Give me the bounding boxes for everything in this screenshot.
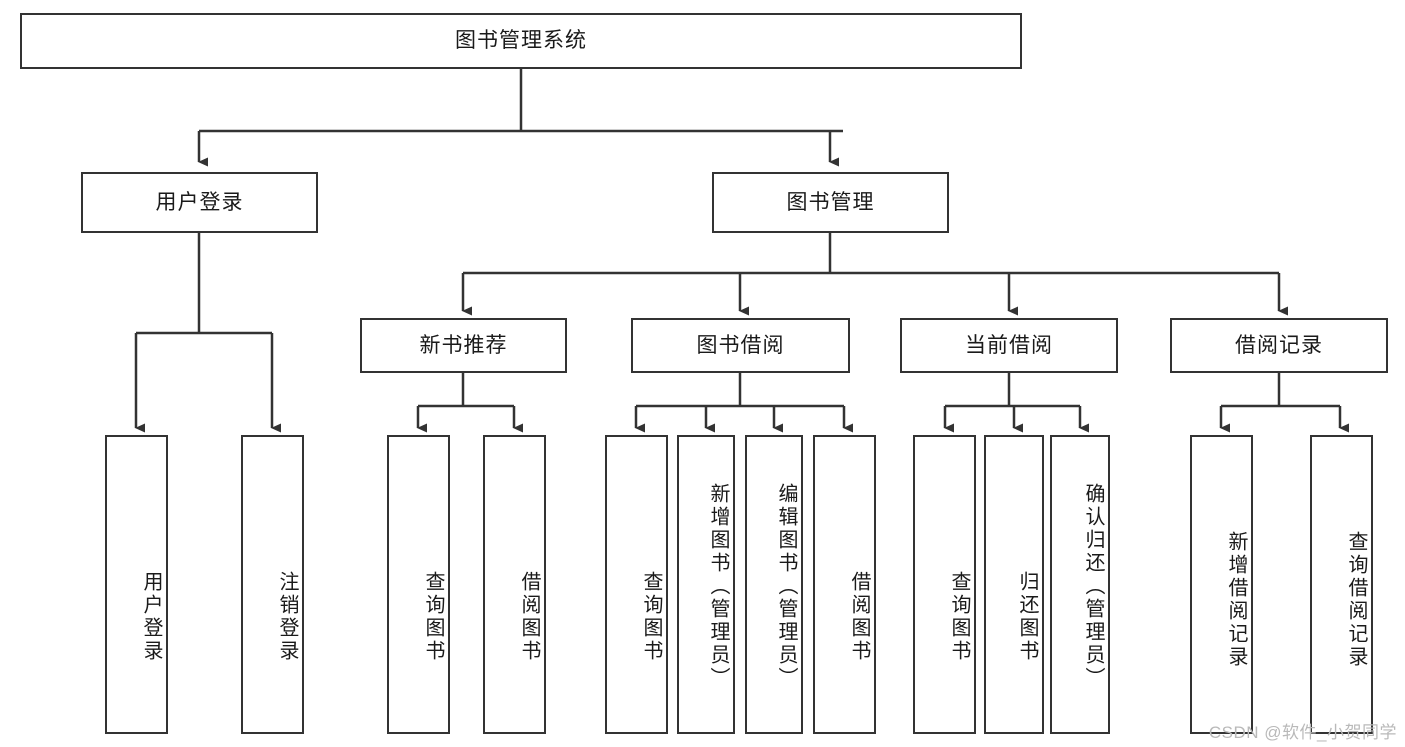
- leaf-borrow-book-1-label: 借阅图书: [518, 571, 540, 663]
- leaf-query-record[interactable]: 查询借阅记录: [1310, 435, 1373, 734]
- leaf-query-book-1[interactable]: 查询图书: [387, 435, 450, 734]
- leaf-return-book-label: 归还图书: [1016, 571, 1038, 663]
- node-book-management[interactable]: 图书管理: [712, 172, 949, 233]
- leaf-add-record[interactable]: 新增借阅记录: [1190, 435, 1253, 734]
- leaf-user-login[interactable]: 用户登录: [105, 435, 168, 734]
- leaf-edit-book[interactable]: 编辑图书（管理员）: [745, 435, 803, 734]
- leaf-query-book-2-label: 查询图书: [640, 571, 662, 663]
- leaf-add-book-label: 新增图书（管理员）: [707, 483, 729, 690]
- leaf-edit-book-label: 编辑图书（管理员）: [775, 483, 797, 690]
- leaf-confirm-return[interactable]: 确认归还（管理员）: [1050, 435, 1110, 734]
- leaf-query-record-label: 查询借阅记录: [1345, 530, 1367, 669]
- node-book-management-label: 图书管理: [786, 190, 875, 214]
- node-borrow-record-label: 借阅记录: [1235, 333, 1323, 357]
- watermark: CSDN @软件_小贺同学: [1208, 723, 1397, 742]
- leaf-user-logout[interactable]: 注销登录: [241, 435, 304, 734]
- node-new-book-recommend-label: 新书推荐: [419, 333, 508, 357]
- leaf-return-book[interactable]: 归还图书: [984, 435, 1044, 734]
- node-current-borrow[interactable]: 当前借阅: [900, 318, 1118, 373]
- leaf-borrow-book-2-label: 借阅图书: [848, 571, 870, 663]
- node-book-borrow[interactable]: 图书借阅: [631, 318, 850, 373]
- leaf-borrow-book-2[interactable]: 借阅图书: [813, 435, 876, 734]
- leaf-user-logout-label: 注销登录: [276, 571, 298, 663]
- leaf-query-book-3[interactable]: 查询图书: [913, 435, 976, 734]
- leaf-confirm-return-label: 确认归还（管理员）: [1082, 483, 1104, 690]
- node-root-label: 图书管理系统: [455, 29, 587, 53]
- leaf-query-book-3-label: 查询图书: [948, 571, 970, 663]
- leaf-borrow-book-1[interactable]: 借阅图书: [483, 435, 546, 734]
- leaf-query-book-1-label: 查询图书: [422, 571, 444, 663]
- node-user-login-label: 用户登录: [155, 190, 244, 214]
- leaf-add-book[interactable]: 新增图书（管理员）: [677, 435, 735, 734]
- node-user-login[interactable]: 用户登录: [81, 172, 318, 233]
- leaf-user-login-label: 用户登录: [140, 571, 162, 663]
- leaf-add-record-label: 新增借阅记录: [1225, 530, 1247, 669]
- node-root[interactable]: 图书管理系统: [20, 13, 1022, 69]
- leaf-query-book-2[interactable]: 查询图书: [605, 435, 668, 734]
- node-current-borrow-label: 当前借阅: [965, 333, 1053, 357]
- node-borrow-record[interactable]: 借阅记录: [1170, 318, 1388, 373]
- node-new-book-recommend[interactable]: 新书推荐: [360, 318, 567, 373]
- node-book-borrow-label: 图书借阅: [696, 333, 785, 357]
